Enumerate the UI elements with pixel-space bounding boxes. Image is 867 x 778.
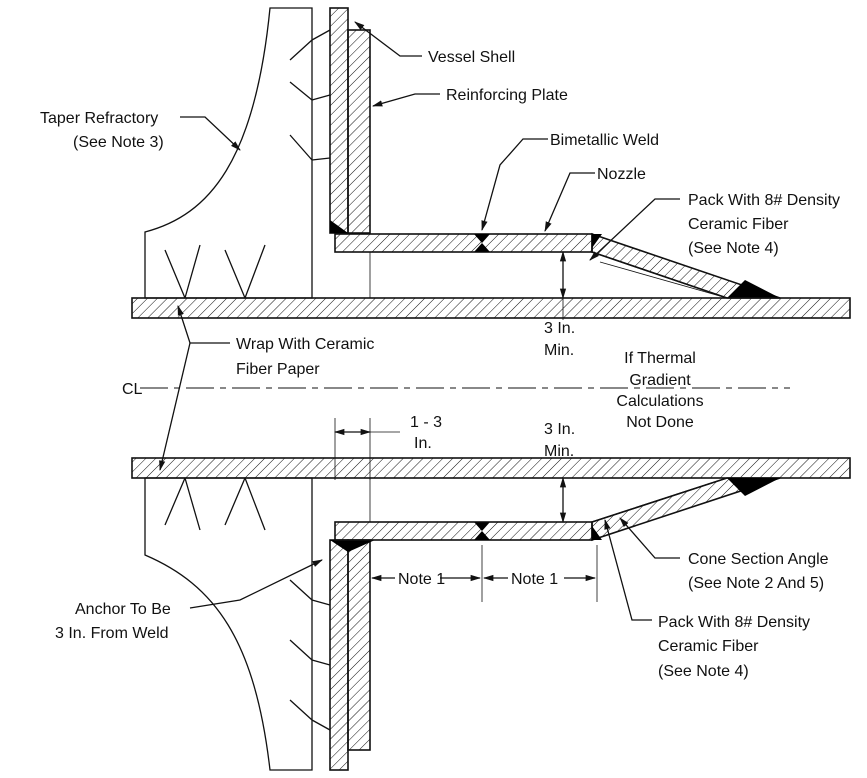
vessel-shell-top xyxy=(329,7,349,234)
label-cone-2: (See Note 2 And 5) xyxy=(688,575,824,592)
inner-liner-top xyxy=(131,297,851,319)
taper-refractory-top xyxy=(144,7,313,299)
label-taper-refractory: Taper Refractory xyxy=(40,110,158,127)
bimetallic-weld-top xyxy=(474,234,490,252)
label-pack-bot-3: (See Note 4) xyxy=(658,663,749,680)
label-pack-top-2: Ceramic Fiber xyxy=(688,216,789,233)
anchors-bottom xyxy=(164,477,331,731)
anchors-top xyxy=(164,29,331,299)
leaders xyxy=(159,21,680,621)
label-pack-top-1: Pack With 8# Density xyxy=(688,192,840,209)
nozzle-bottom xyxy=(334,521,593,541)
label-thermal-1: If Thermal xyxy=(624,350,696,367)
label-min-top-1: 3 In. xyxy=(544,320,575,337)
label-vessel-shell: Vessel Shell xyxy=(428,49,515,66)
bimetallic-weld-bottom xyxy=(474,522,490,540)
label-min-bot-2: Min. xyxy=(544,443,574,460)
callout-labels: Vessel Shell Reinforcing Plate Taper Ref… xyxy=(40,49,840,680)
vessel-shell-bottom xyxy=(329,539,349,771)
label-bimetallic-weld: Bimetallic Weld xyxy=(550,132,659,149)
label-nozzle: Nozzle xyxy=(597,166,646,183)
label-thermal-2: Gradient xyxy=(629,372,691,389)
label-anchor-1: Anchor To Be xyxy=(75,601,171,618)
label-pack-bot-2: Ceramic Fiber xyxy=(658,638,759,655)
label-taper-refractory-note: (See Note 3) xyxy=(73,134,164,151)
taper-refractory-bottom xyxy=(144,477,313,771)
label-gap-1: 1 - 3 xyxy=(410,414,442,431)
label-note1-b: Note 1 xyxy=(511,571,558,588)
label-anchor-2: 3 In. From Weld xyxy=(55,625,169,642)
label-cone-1: Cone Section Angle xyxy=(688,551,829,568)
label-pack-bot-1: Pack With 8# Density xyxy=(658,614,810,631)
label-wrap-2: Fiber Paper xyxy=(236,361,320,378)
label-gap-2: In. xyxy=(414,435,432,452)
label-thermal-3: Calculations xyxy=(616,393,703,410)
label-note1-a: Note 1 xyxy=(398,571,445,588)
centerline-symbol: CL xyxy=(122,381,143,398)
label-min-bot-1: 3 In. xyxy=(544,421,575,438)
label-pack-top-3: (See Note 4) xyxy=(688,240,779,257)
shell-weld-top xyxy=(330,220,348,233)
reinforcing-plate-bottom xyxy=(347,539,371,751)
label-wrap-1: Wrap With Ceramic xyxy=(236,336,374,353)
label-reinforcing-plate: Reinforcing Plate xyxy=(446,87,568,104)
label-min-top-2: Min. xyxy=(544,342,574,359)
inner-liner-bottom xyxy=(131,457,851,479)
label-thermal-4: Not Done xyxy=(626,414,694,431)
reinforcing-plate-top xyxy=(347,29,371,234)
nozzle-top xyxy=(334,233,593,253)
